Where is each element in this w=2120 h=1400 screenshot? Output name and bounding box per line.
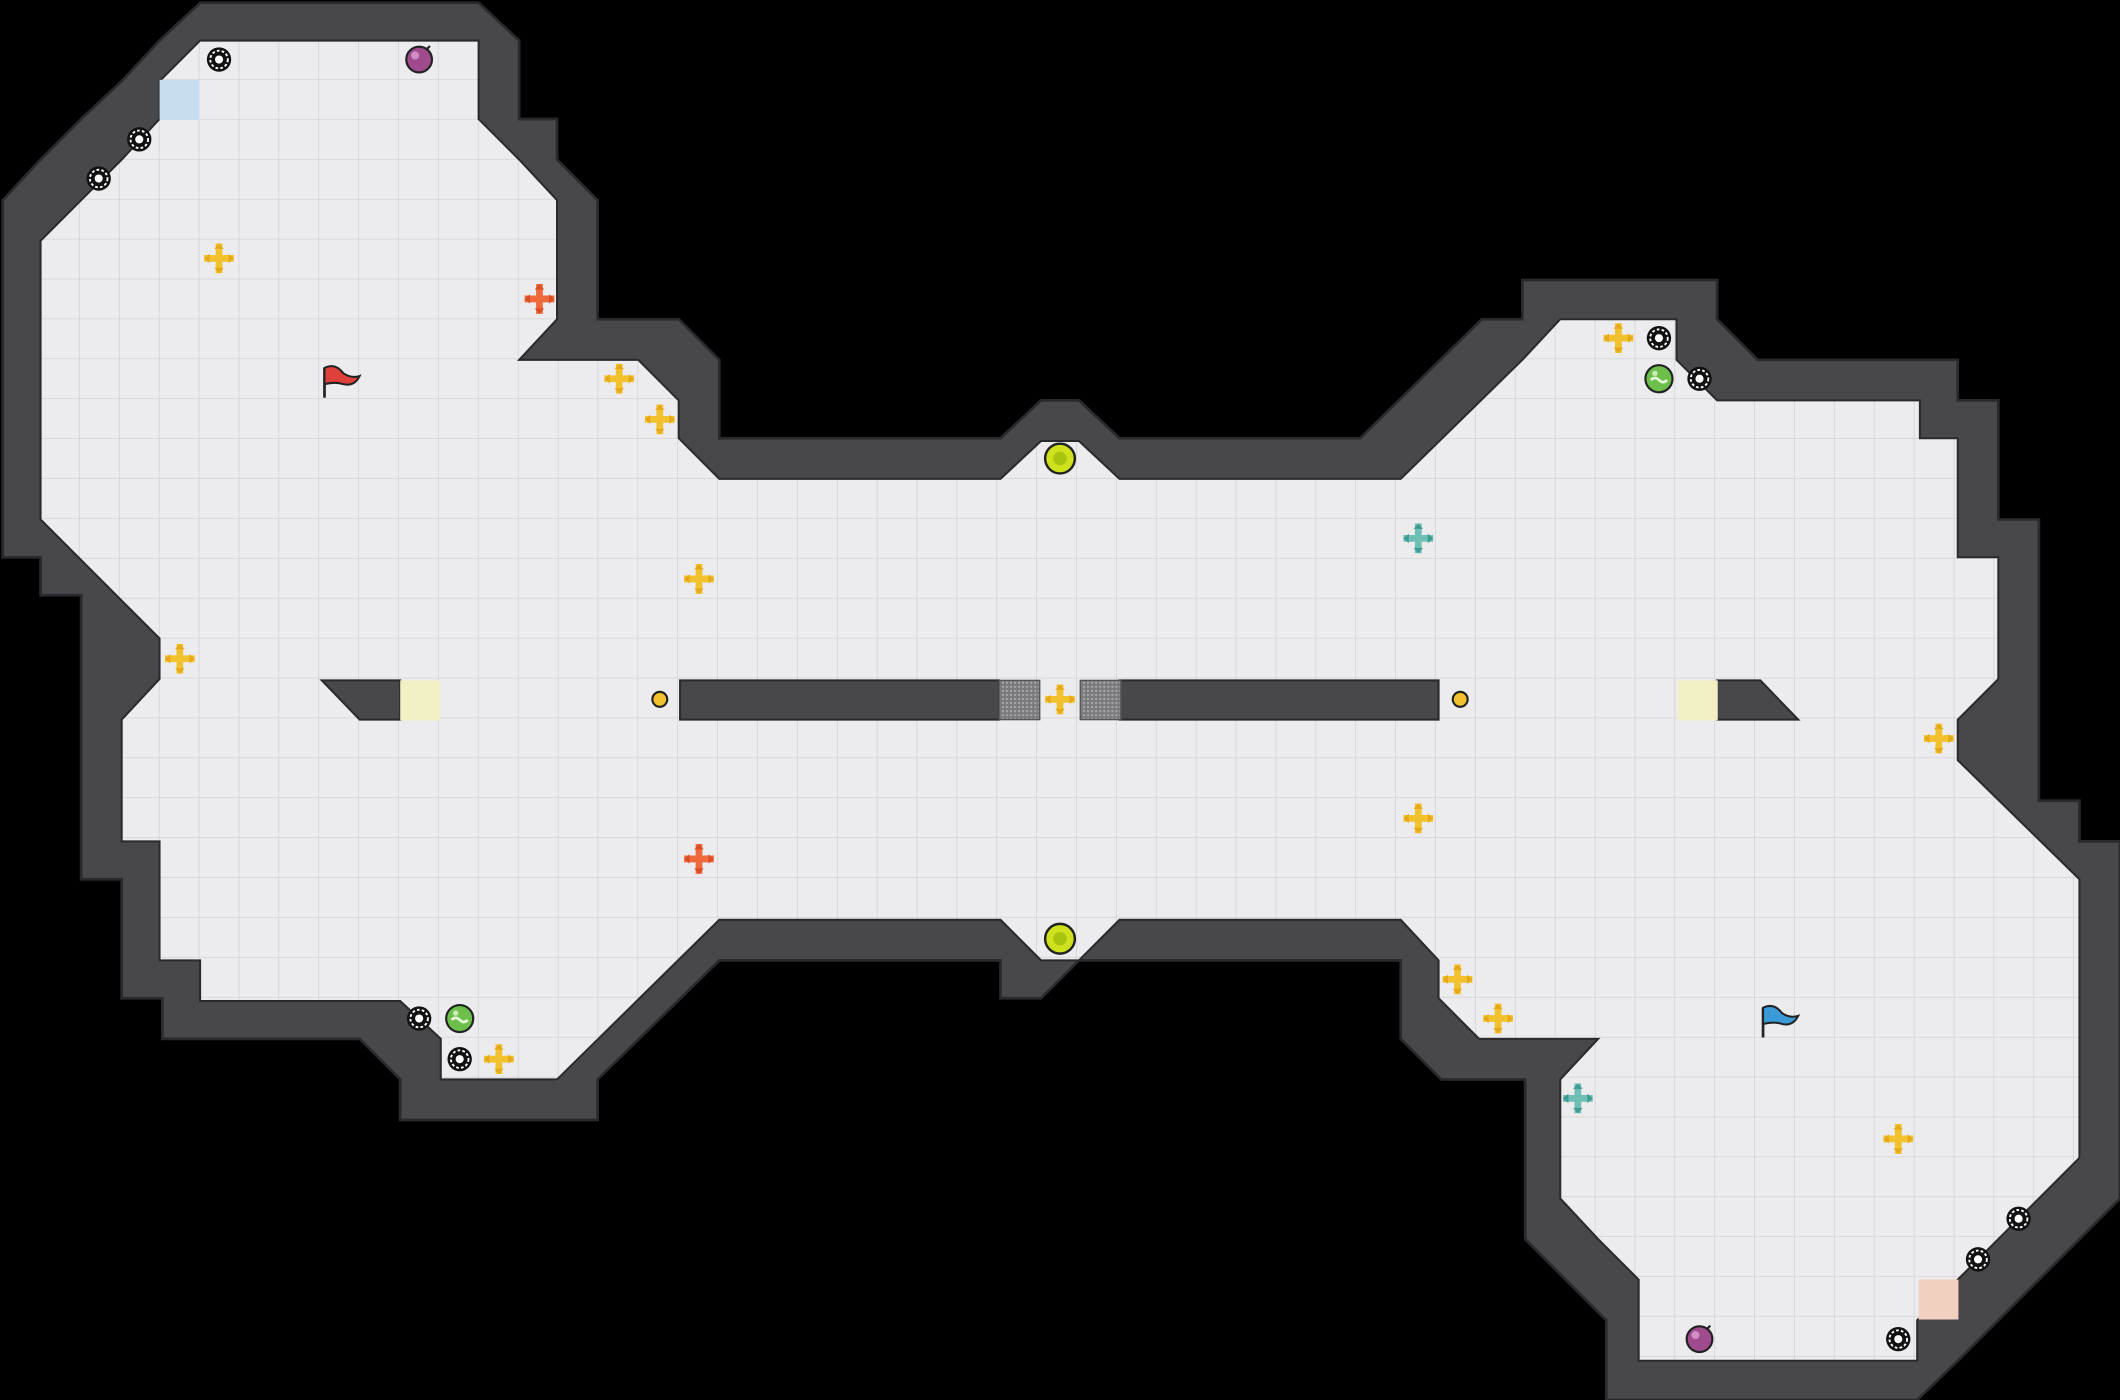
- bomb-icon: [405, 44, 434, 74]
- powerup-icon: [444, 1003, 475, 1034]
- gate-button-icon: [1043, 922, 1077, 955]
- spike-icon: [406, 1005, 433, 1032]
- spike-icon: [446, 1046, 473, 1073]
- bomb-icon: [1685, 1324, 1714, 1354]
- center-divider: [319, 679, 1801, 721]
- powerup-icon: [1644, 363, 1674, 394]
- blue-base-tile: [159, 79, 200, 120]
- flag-icon: [323, 365, 362, 398]
- spike-icon: [205, 46, 233, 73]
- spike-icon: [1964, 1246, 1992, 1273]
- spike-icon: [1885, 1326, 1912, 1353]
- red-base-tile: [1918, 1279, 1959, 1320]
- gate-button-icon: [1451, 690, 1469, 708]
- portal-tile-right: [1677, 680, 1718, 721]
- portal-tile-left: [400, 680, 441, 721]
- spike-icon: [1645, 325, 1673, 352]
- flag-icon: [1761, 1004, 1801, 1038]
- spike-icon: [1686, 365, 1713, 392]
- spike-icon: [126, 126, 153, 153]
- gate-button-icon: [1043, 442, 1077, 475]
- spike-icon: [85, 165, 112, 192]
- gate-button-icon: [651, 690, 669, 708]
- spike-icon: [2005, 1205, 2032, 1232]
